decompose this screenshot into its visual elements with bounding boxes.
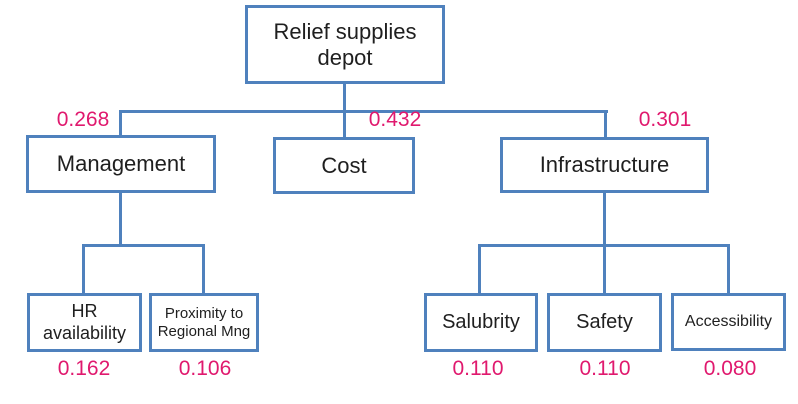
node-salubrity: Salubrity	[424, 293, 538, 352]
connector-proximity-top	[202, 244, 205, 295]
connector-hr-availability-top	[82, 244, 85, 295]
weight-proximity: 0.106	[178, 357, 232, 380]
node-infrastructure: Infrastructure	[500, 137, 709, 193]
connector-management-top	[119, 110, 122, 137]
node-hr-availability: HR availability	[27, 293, 142, 352]
connector-infrastructure-top	[604, 110, 607, 139]
weight-infrastructure: 0.301	[638, 108, 692, 131]
weight-salubrity: 0.110	[452, 357, 504, 380]
node-management: Management	[26, 135, 216, 193]
weight-accessibility: 0.080	[703, 357, 757, 380]
connector-root-down	[343, 83, 346, 113]
node-proximity-regional-mng: Proximity to Regional Mng	[149, 293, 259, 352]
weight-management: 0.268	[56, 108, 110, 131]
weight-hr-availability: 0.162	[57, 357, 111, 380]
node-accessibility: Accessibility	[671, 293, 786, 351]
connector-infrastructure-down	[603, 191, 606, 246]
node-cost: Cost	[273, 137, 415, 194]
node-safety: Safety	[547, 293, 662, 352]
node-relief-supplies-depot: Relief supplies depot	[245, 5, 445, 84]
connector-management-down	[119, 191, 122, 246]
connector-level1-horizontal	[119, 110, 608, 113]
connector-cost-top	[343, 110, 346, 139]
weight-cost: 0.432	[368, 108, 422, 131]
weight-safety: 0.110	[579, 357, 631, 380]
connector-management-horizontal	[82, 244, 205, 247]
connector-salubrity-top	[478, 244, 481, 295]
connector-safety-top	[603, 244, 606, 295]
connector-accessibility-top	[727, 244, 730, 295]
